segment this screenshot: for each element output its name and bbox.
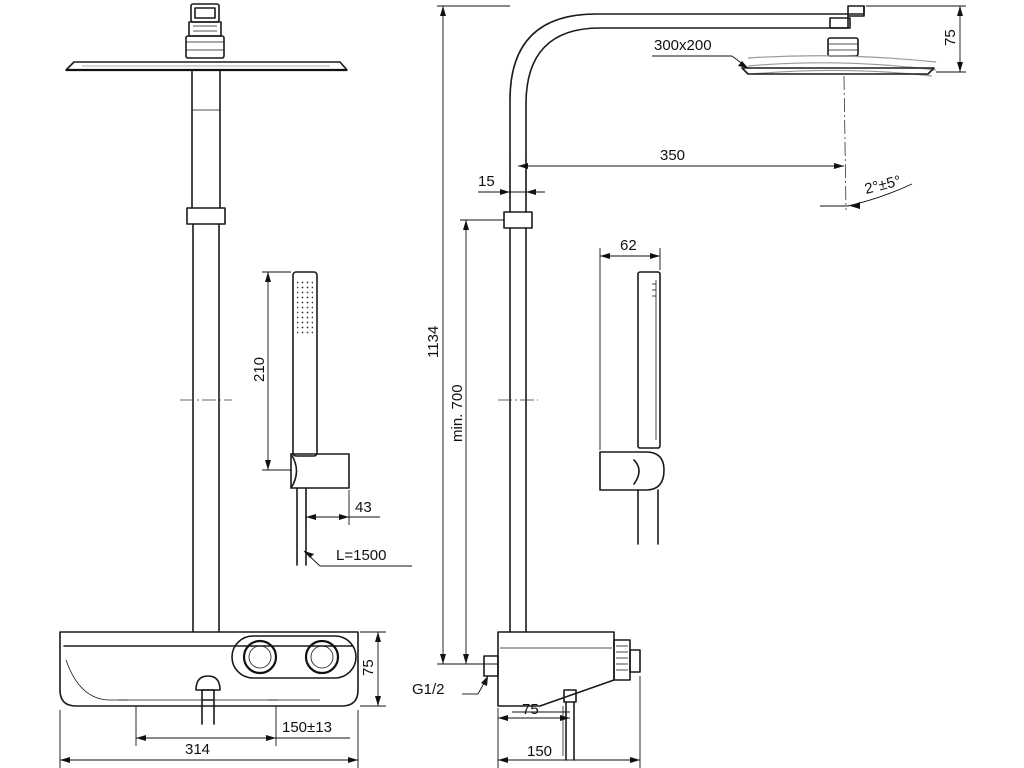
dim-pipe-offset: 15 (478, 173, 495, 190)
dim-angle: 2°±5° (863, 172, 903, 197)
dim-min-height: min. 700 (449, 384, 466, 442)
dim-arm-reach: 350 (660, 147, 685, 164)
curved-arm-outer (509, 13, 849, 161)
dim-valve-offset: 75 (522, 701, 539, 718)
dim-handshower-width: 62 (620, 237, 637, 254)
thermostat-shelf-front (59, 631, 359, 725)
dim-inlet-spacing: 150±13 (282, 719, 332, 736)
hand-shower-side: 62 (599, 237, 665, 545)
side-view (483, 5, 937, 761)
front-dimensions: 314 150±13 75 (59, 631, 386, 768)
dim-wall-depth: 150 (527, 743, 552, 760)
dim-shelf-width: 314 (185, 741, 210, 758)
valve-body-side (497, 631, 615, 707)
side-dimensions: 1134 min. 700 15 350 2°±5° 300x200 (412, 5, 966, 768)
dim-connection: G1/2 (412, 681, 445, 698)
head-connector (185, 3, 225, 59)
dim-head-size: 300x200 (654, 37, 712, 54)
dim-total-height: 1134 (425, 326, 442, 358)
dim-holder-depth: 43 (355, 499, 372, 516)
hand-shower-detail: 210 43 L=1500 (251, 271, 412, 567)
dim-hose-length: L=1500 (336, 547, 386, 564)
dim-head-height: 75 (942, 29, 959, 46)
overhead-shower-front (65, 61, 348, 72)
dim-shelf-height: 75 (360, 659, 377, 676)
front-view: 314 150±13 75 (59, 3, 386, 768)
riser-pipe-front (180, 69, 232, 633)
curved-arm-inner (525, 27, 849, 161)
dim-handshower-length: 210 (251, 357, 268, 382)
